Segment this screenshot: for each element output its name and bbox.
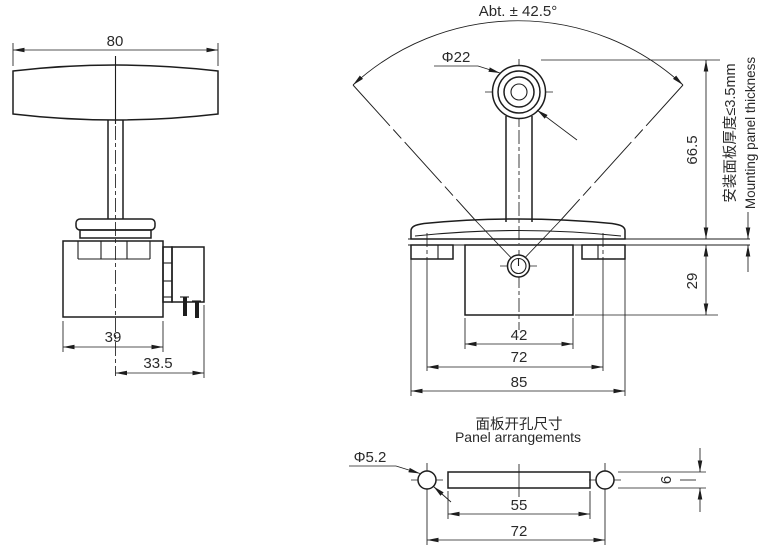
- shaft-front: [505, 116, 533, 244]
- panel-cutout-view: 面板开孔尺寸 Panel arrangements Φ5.2 55: [349, 415, 706, 545]
- dim-shaft-offset: 33.5: [115, 305, 205, 378]
- swing-angle-label: Abt. ± 42.5°: [479, 3, 557, 20]
- mounting-panel: [408, 238, 750, 246]
- hole-diameter-label: Φ5.2: [354, 449, 387, 466]
- dim-body-width-front: 42: [464, 318, 574, 349]
- slot-height-label: 6: [658, 476, 675, 484]
- dim-bezel-width: 85: [410, 259, 626, 396]
- dim-body-width: 39: [62, 321, 164, 352]
- height-above-panel-label: 66.5: [684, 135, 701, 164]
- front-view: Abt. ± 42.5° Φ22: [352, 3, 758, 396]
- slot-length-label: 55: [511, 497, 528, 514]
- shaft-offset-label: 33.5: [143, 355, 172, 372]
- cutout-title-zh: 面板开孔尺寸: [476, 415, 563, 433]
- side-view: 80: [12, 33, 219, 378]
- dim-slot-length: 55: [447, 491, 591, 519]
- cutout-slot: [447, 464, 591, 497]
- knob-width-label: 80: [107, 33, 124, 50]
- flange-side: [75, 218, 156, 239]
- dim-knob-diameter: Φ22: [434, 49, 578, 141]
- mounting-clamps: [410, 233, 626, 265]
- swing-arc: [352, 20, 684, 266]
- depth-below-panel-label: 29: [684, 273, 701, 290]
- panel-note-zh: 安装面板厚度≤3.5mm: [721, 63, 739, 202]
- cutout-hole-left: [411, 463, 443, 545]
- bezel: [410, 218, 626, 240]
- dim-hole-diameter: Φ5.2: [349, 449, 452, 503]
- knob-side: [12, 64, 219, 121]
- dim-height-above-panel: 66.5: [541, 59, 720, 239]
- hole-spacing-cutout-label: 72: [511, 523, 528, 540]
- knob-diameter-label: Φ22: [442, 49, 471, 66]
- switch-module-side: [162, 246, 205, 303]
- panel-note-en: Mounting panel thickness: [743, 57, 758, 210]
- dim-hole-spacing-front: 72: [426, 265, 604, 371]
- dim-knob-width: 80: [12, 33, 219, 66]
- body-side: [62, 240, 164, 318]
- shaft-side: [107, 120, 124, 219]
- panel-note: 安装面板厚度≤3.5mm Mounting panel thickness: [721, 57, 758, 210]
- pivot: [500, 254, 537, 278]
- dim-depth-below-panel: 29: [575, 245, 718, 316]
- hole-spacing-front-label: 72: [511, 349, 528, 366]
- bezel-width-label: 85: [511, 374, 528, 391]
- cutout-title-en: Panel arrangements: [455, 429, 581, 445]
- dim-hole-spacing-cutout: 72: [427, 523, 605, 543]
- body-width-front-label: 42: [511, 327, 528, 344]
- dim-slot-height: 6: [618, 448, 706, 512]
- cutout-hole-right: [589, 463, 621, 545]
- body-width-label: 39: [105, 329, 122, 346]
- terminal-pins: [180, 296, 201, 318]
- knob-front: [485, 59, 553, 127]
